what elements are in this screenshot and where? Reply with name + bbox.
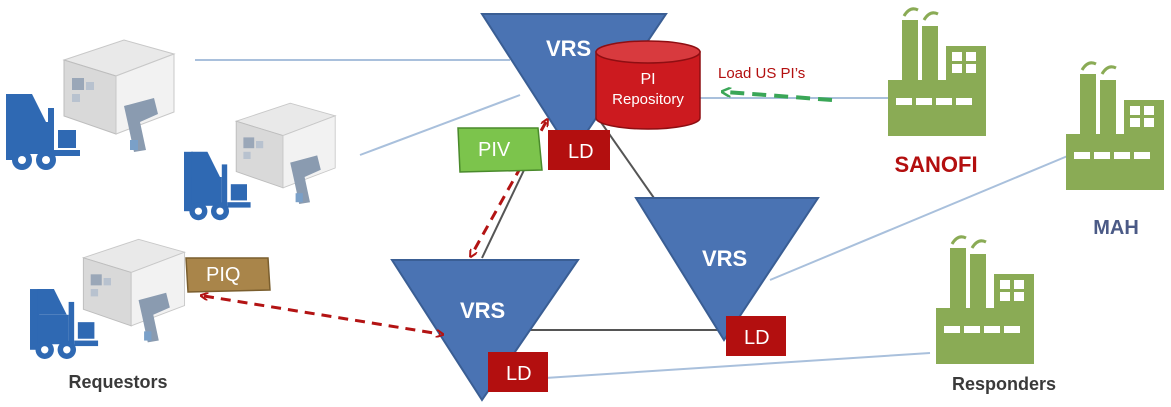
factory-responders — [934, 235, 1036, 366]
vrs-label-right: VRS — [702, 246, 747, 271]
repository-label-line1: PI — [640, 71, 655, 88]
ld-label-top: LD — [568, 141, 594, 163]
ld-label-right: LD — [744, 327, 770, 349]
ld-label-left: LD — [506, 363, 532, 385]
piv-label: PIV — [478, 139, 511, 161]
repository-body — [595, 51, 701, 130]
vrs-node-right[interactable]: VRS LD — [634, 197, 820, 356]
link-requestor-mid — [359, 94, 521, 156]
vrs-label-top: VRS — [546, 36, 591, 61]
factory-sanofi — [886, 7, 988, 138]
link-responders — [544, 352, 931, 379]
piq-badge-shape — [185, 257, 271, 293]
sanofi-label: SANOFI — [894, 152, 977, 177]
mah-label: MAH — [1093, 217, 1139, 239]
load-us-pis-label: Load US PI’s — [718, 65, 805, 82]
responders-label: Responders — [952, 374, 1056, 394]
piq-label: PIQ — [206, 264, 240, 286]
piv-badge-shape — [457, 127, 543, 173]
ld-box-right[interactable] — [726, 316, 786, 356]
piq-arrow — [204, 296, 440, 334]
network-links — [195, 59, 1071, 379]
ld-box-top[interactable] — [548, 130, 610, 170]
piv-badge[interactable]: PIV — [457, 127, 543, 173]
piq-badge[interactable]: PIQ — [185, 257, 271, 293]
link-mah — [769, 154, 1071, 281]
pi-repository[interactable]: PI Repository — [595, 40, 701, 130]
repository-top — [595, 40, 701, 64]
requestor-unit-1 — [5, 39, 175, 171]
requestor-unit-2 — [183, 102, 336, 221]
vrs-label-left: VRS — [460, 298, 505, 323]
load-arrow — [726, 92, 833, 102]
ld-box-left[interactable] — [488, 352, 548, 392]
repository-label-line2: Repository — [612, 91, 684, 108]
requestors-label: Requestors — [68, 372, 167, 392]
vrs-triangle-right — [634, 197, 820, 342]
factory-mah — [1064, 61, 1166, 192]
requestor-unit-3 — [29, 238, 186, 360]
